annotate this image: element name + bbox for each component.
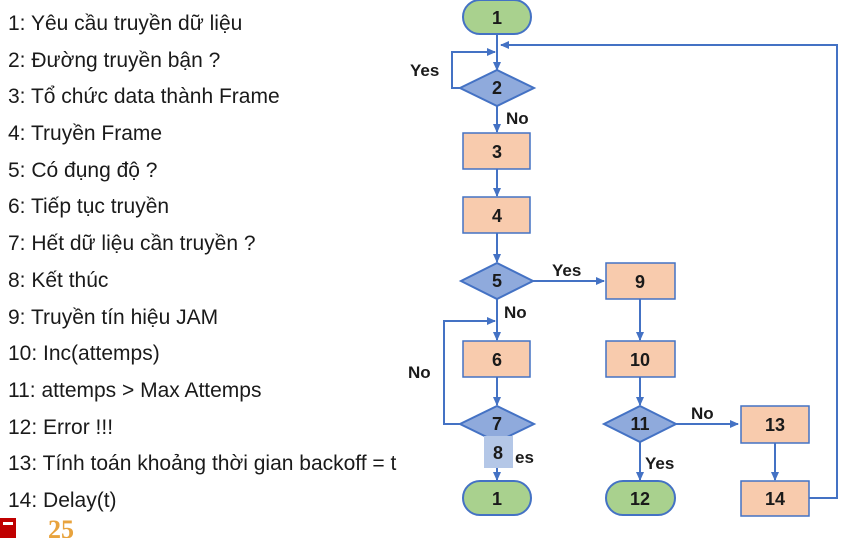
legend-item: 11: attemps > Max Attemps bbox=[8, 378, 262, 402]
connectors bbox=[443, 34, 838, 499]
node-label: 1 bbox=[492, 8, 502, 28]
legend-item: 9: Truyền tín hiệu JAM bbox=[8, 305, 219, 329]
node-label: 9 bbox=[635, 272, 645, 292]
svg-text:25: 25 bbox=[48, 515, 74, 538]
node-label: 6 bbox=[492, 350, 502, 370]
edge-14-back-to-2 bbox=[500, 41, 838, 499]
process-node-6: 6 bbox=[462, 340, 531, 378]
process-node-4: 4 bbox=[462, 196, 531, 234]
node-label: 10 bbox=[630, 350, 650, 370]
node-label: 1 bbox=[492, 489, 502, 509]
terminal-node-1-end: 1 bbox=[462, 480, 532, 516]
edge-label-no-2: No bbox=[506, 109, 529, 128]
overlay-box-8: 8 bbox=[484, 436, 513, 468]
legend-item: 3: Tổ chức data thành Frame bbox=[8, 85, 280, 109]
terminal-node-12: 12 bbox=[605, 480, 676, 516]
edge-label-yes-11: Yes bbox=[645, 454, 674, 473]
process-node-9: 9 bbox=[605, 262, 676, 300]
legend-item: 1: Yêu cầu truyền dữ liệu bbox=[8, 12, 243, 35]
legend-item: 6: Tiếp tục truyền bbox=[8, 195, 170, 219]
decision-node-11: 11 bbox=[601, 404, 679, 444]
node-label: 11 bbox=[630, 414, 649, 434]
node-label: 5 bbox=[492, 271, 502, 291]
node-label: 2 bbox=[492, 78, 502, 98]
legend-item: 13: Tính toán khoảng thời gian backoff =… bbox=[8, 452, 397, 476]
edge-label-yes-7: es bbox=[515, 448, 534, 467]
legend-item: 12: Error !!! bbox=[8, 415, 114, 439]
edge-label-yes-2: Yes bbox=[410, 61, 439, 80]
legend-item: 5: Có đụng độ ? bbox=[8, 158, 158, 182]
legend-item: 10: Inc(attemps) bbox=[8, 342, 160, 366]
terminal-node-1-start: 1 bbox=[462, 0, 532, 35]
logo: 25 bbox=[0, 514, 100, 543]
legend-item: 2: Đường truyền bận ? bbox=[8, 48, 221, 72]
decision-node-5: 5 bbox=[458, 261, 536, 301]
process-node-3: 3 bbox=[462, 132, 531, 170]
node-label: 12 bbox=[630, 489, 650, 509]
decision-node-2: 2 bbox=[457, 68, 537, 108]
node-label: 13 bbox=[765, 415, 785, 435]
edge-label-no-5: No bbox=[504, 303, 527, 322]
edge-label-yes-5: Yes bbox=[552, 261, 581, 280]
edge-label-no-7: No bbox=[408, 363, 431, 382]
node-label: 7 bbox=[492, 414, 502, 434]
process-node-13: 13 bbox=[740, 405, 810, 444]
legend-item: 7: Hết dữ liệu cần truyền ? bbox=[8, 232, 256, 256]
node-label: 3 bbox=[492, 142, 502, 162]
edge-2-yes-loop bbox=[451, 48, 496, 89]
legend-item: 8: Kết thúc bbox=[8, 268, 109, 292]
legend-item: 14: Delay(t) bbox=[8, 488, 117, 512]
node-label: 14 bbox=[765, 489, 785, 509]
process-node-10: 10 bbox=[605, 340, 676, 378]
node-label: 4 bbox=[492, 206, 502, 226]
edge-7-no-loop bbox=[443, 317, 496, 425]
step-legend: 1: Yêu cầu truyền dữ liệu 2: Đường truyề… bbox=[8, 6, 396, 520]
process-node-14: 14 bbox=[740, 480, 810, 517]
node-label: 8 bbox=[493, 443, 503, 463]
edge-label-no-11: No bbox=[691, 404, 714, 423]
legend-item: 4: Truyền Frame bbox=[8, 122, 163, 146]
